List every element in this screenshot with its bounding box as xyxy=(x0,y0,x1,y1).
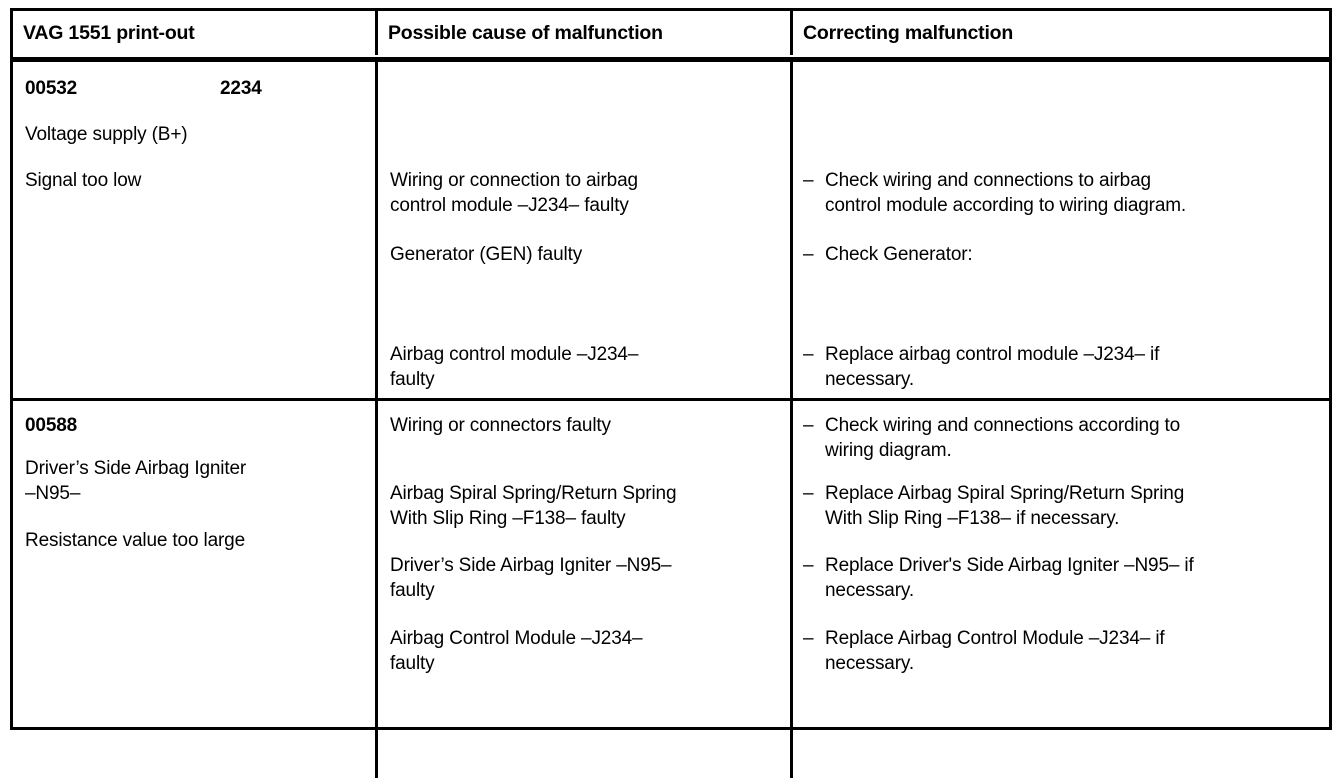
correction-item: – Check wiring and connections to airbag… xyxy=(803,168,1315,218)
table-body: 00532 2234 Voltage supply (B+) Signal to… xyxy=(13,62,1329,778)
correction-item: – Replace Airbag Spiral Spring/Return Sp… xyxy=(803,481,1319,531)
fault-description: Voltage supply (B+) xyxy=(25,124,188,145)
column-header-printout: VAG 1551 print-out xyxy=(13,11,375,55)
dash-bullet-icon: – xyxy=(803,628,814,649)
fault-code-table: VAG 1551 print-out Possible cause of mal… xyxy=(10,8,1332,778)
fault-code: 00588 xyxy=(25,415,78,436)
cell-correcting-malfunction: – Check wiring and connections to airbag… xyxy=(790,62,1329,398)
table-row: 00588 Driver’s Side Airbag Igniter –N95–… xyxy=(13,398,1329,778)
cell-correcting-malfunction: – Check wiring and connections according… xyxy=(790,401,1329,778)
cell-possible-cause: Wiring or connection to airbag control m… xyxy=(375,62,790,398)
fault-description: Driver’s Side Airbag Igniter –N95– xyxy=(25,458,247,504)
column-header-cause: Possible cause of malfunction xyxy=(375,11,790,55)
fault-condition: Resistance value too large xyxy=(25,530,246,551)
correction-item-text: Replace Airbag Spiral Spring/Return Spri… xyxy=(825,483,1185,529)
correction-item-text: Check wiring and connections according t… xyxy=(825,415,1181,461)
fault-code: 00532 xyxy=(25,78,78,99)
table-row: 00532 2234 Voltage supply (B+) Signal to… xyxy=(13,62,1329,398)
dash-bullet-icon: – xyxy=(803,244,814,265)
cause-item: Driver’s Side Airbag Igniter –N95– fault… xyxy=(390,555,672,601)
correction-item-text: Replace airbag control module –J234– if … xyxy=(825,344,1160,390)
correction-item-text: Replace Driver's Side Airbag Igniter –N9… xyxy=(825,555,1194,601)
cause-item: Wiring or connectors faulty xyxy=(390,415,611,436)
dash-bullet-icon: – xyxy=(803,344,814,365)
cell-possible-cause: Wiring or connectors faulty Airbag Spira… xyxy=(375,401,790,778)
cause-item: Airbag Control Module –J234– faulty xyxy=(390,628,643,674)
correction-item: – Replace Airbag Control Module –J234– i… xyxy=(803,626,1319,676)
correction-item-text: Replace Airbag Control Module –J234– if … xyxy=(825,628,1165,674)
cause-item: Airbag control module –J234– faulty xyxy=(390,344,639,390)
cell-printout: 00588 Driver’s Side Airbag Igniter –N95–… xyxy=(13,401,375,778)
correction-item: – Replace airbag control module –J234– i… xyxy=(803,342,1315,392)
dash-bullet-icon: – xyxy=(803,170,814,191)
fault-subcode: 2234 xyxy=(220,78,262,99)
document-page: VAG 1551 print-out Possible cause of mal… xyxy=(10,8,1332,778)
table-header-row: VAG 1551 print-out Possible cause of mal… xyxy=(10,11,1332,62)
correction-item: – Replace Driver's Side Airbag Igniter –… xyxy=(803,553,1319,603)
correction-item: – Check Generator: xyxy=(803,242,1315,267)
column-header-correction-label: Correcting malfunction xyxy=(803,21,1014,44)
fault-condition: Signal too low xyxy=(25,170,142,191)
correction-item: – Check wiring and connections according… xyxy=(803,413,1319,463)
cause-item: Airbag Spiral Spring/Return Spring With … xyxy=(390,483,677,529)
dash-bullet-icon: – xyxy=(803,415,814,436)
correction-item-text: Check wiring and connections to airbag c… xyxy=(825,170,1187,216)
cause-item: Generator (GEN) faulty xyxy=(390,244,583,265)
column-header-printout-label: VAG 1551 print-out xyxy=(23,21,195,44)
column-header-cause-label: Possible cause of malfunction xyxy=(388,21,663,44)
cell-printout: 00532 2234 Voltage supply (B+) Signal to… xyxy=(13,62,375,398)
cause-item: Wiring or connection to airbag control m… xyxy=(390,170,638,216)
correction-item-text: Check Generator: xyxy=(825,244,973,265)
column-header-correction: Correcting malfunction xyxy=(790,11,1329,55)
dash-bullet-icon: – xyxy=(803,555,814,576)
dash-bullet-icon: – xyxy=(803,483,814,504)
